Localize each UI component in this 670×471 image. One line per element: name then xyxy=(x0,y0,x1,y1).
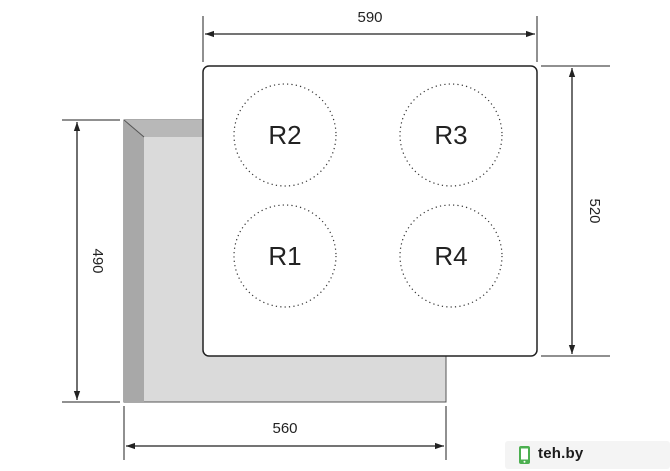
burner-label: R4 xyxy=(434,241,467,271)
phone-icon xyxy=(519,446,530,464)
dimension-right: 520 xyxy=(541,65,610,357)
dimension-label-right: 520 xyxy=(586,198,603,223)
burner-label: R2 xyxy=(268,120,301,150)
watermark-background xyxy=(505,441,670,469)
burner-r3: R3 xyxy=(399,83,503,187)
cutout-left-edge xyxy=(124,120,144,402)
burner-ring xyxy=(399,83,503,187)
hob-panel xyxy=(202,65,538,357)
burner-label: R1 xyxy=(268,241,301,271)
watermark-logo: teh.by xyxy=(505,441,670,469)
dimension-label-left: 490 xyxy=(89,248,106,273)
dimension-top: 590 xyxy=(202,9,538,62)
dimension-bottom: 560 xyxy=(123,406,447,460)
burner-label: R3 xyxy=(434,120,467,150)
burner-ring xyxy=(233,83,337,187)
dimension-left: 490 xyxy=(62,119,120,403)
cutout-bevel-line xyxy=(123,119,145,138)
dimension-label-bottom: 560 xyxy=(272,420,297,437)
dimension-label-top: 590 xyxy=(357,9,382,26)
burner-r1: R1 xyxy=(233,204,337,308)
burner-r4: R4 xyxy=(399,204,503,308)
burner-ring xyxy=(233,204,337,308)
burner-r2: R2 xyxy=(233,83,337,187)
burner-ring xyxy=(399,204,503,308)
watermark-text: teh.by xyxy=(538,445,584,462)
